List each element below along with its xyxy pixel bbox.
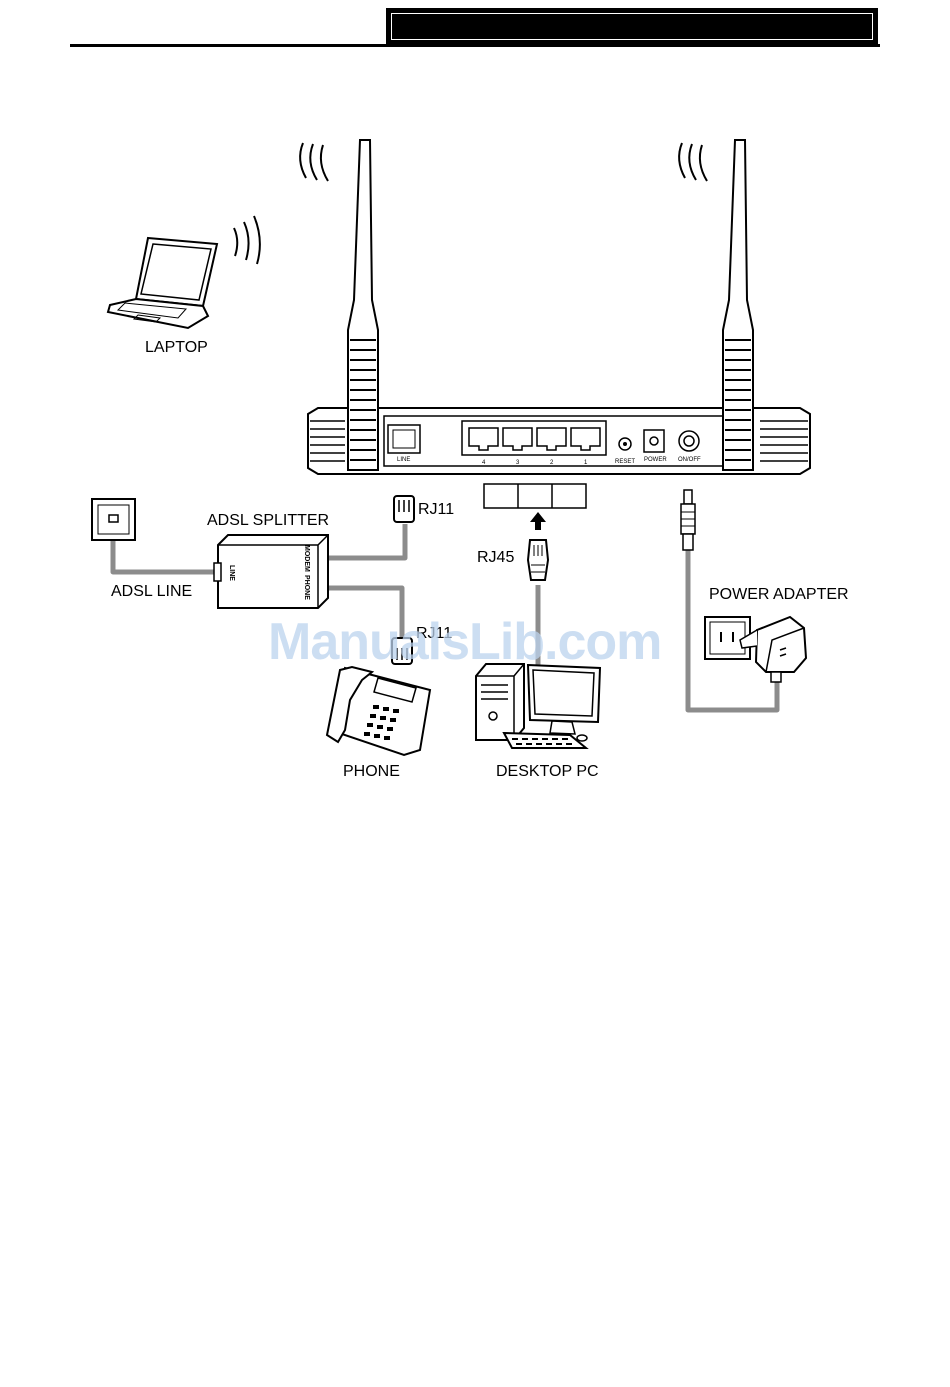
on-off-label: ON/OFF [678, 457, 701, 463]
rj45-plug [528, 540, 548, 580]
splitter-phone-label: PHONE [303, 575, 310, 600]
adsl-splitter: LINE MODEM PHONE [214, 535, 328, 608]
wall-jack [92, 499, 135, 540]
splitter-line-label: LINE [228, 565, 235, 581]
adsl-splitter-label: ADSL SPLITTER [207, 513, 329, 529]
laptop [108, 216, 260, 328]
router-line-port-label: LINE [397, 457, 410, 463]
splitter-to-router-cable [320, 524, 405, 558]
rj11-top-label: RJ11 [418, 502, 454, 518]
adsl-line-label: ADSL LINE [111, 584, 192, 600]
rj45-arrow [530, 512, 546, 530]
power-dc-plug [681, 490, 695, 550]
splitter-modem-label: MODEM [303, 545, 310, 572]
power-label: POWER [644, 457, 667, 463]
power-adapter-label: POWER ADAPTER [709, 587, 849, 603]
watermark: ManualsLib.com [268, 612, 661, 672]
desktop-pc-label: DESKTOP PC [496, 764, 599, 780]
phone [327, 667, 430, 755]
reset-label: RESET [615, 459, 635, 465]
power-adapter [705, 617, 806, 682]
rj45-label: RJ45 [477, 550, 514, 566]
desktop-pc [476, 664, 600, 748]
laptop-label: LAPTOP [145, 340, 208, 356]
rj11-plug-top [394, 496, 414, 522]
phone-label: PHONE [343, 764, 400, 780]
